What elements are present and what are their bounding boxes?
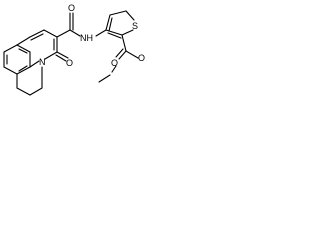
atom-labels: O N O NH S O O (39, 3, 145, 68)
atom-label-o-ester-carbonyl: O (138, 53, 145, 63)
chemical-structure-diagram: O N O NH S O O (3, 3, 145, 96)
bond (43, 29, 58, 38)
bonds (3, 10, 139, 96)
atom-label-o-ester: O (111, 58, 118, 68)
bond (121, 29, 134, 36)
bond (108, 17, 113, 32)
atom-label-o-keto: O (66, 58, 73, 68)
bond (69, 29, 81, 37)
bond (3, 66, 18, 75)
bond (56, 29, 71, 38)
atom-label-n-ring: N (39, 57, 46, 67)
atom-label-s: S (132, 21, 138, 31)
bond (3, 44, 18, 53)
bond (111, 65, 117, 73)
bond (125, 50, 139, 59)
bond (55, 54, 67, 62)
bond (121, 34, 127, 52)
bond (56, 51, 69, 59)
bond (107, 32, 122, 39)
bond (125, 10, 135, 21)
bond (29, 60, 40, 68)
bond (98, 74, 111, 83)
bond (105, 14, 111, 31)
bond (29, 29, 45, 38)
bond (95, 29, 107, 37)
bond (16, 87, 31, 96)
bond (18, 48, 28, 54)
bond (44, 51, 58, 60)
bond (115, 48, 124, 58)
atom-label-nh: NH (80, 33, 93, 43)
bond (16, 44, 31, 53)
bond (30, 33, 44, 41)
bond (18, 65, 28, 72)
bond (105, 29, 123, 36)
atom-label-o-amide: O (68, 3, 75, 13)
bond (16, 36, 31, 46)
bond (118, 50, 127, 60)
bond (29, 87, 43, 96)
bond (16, 66, 31, 75)
bond (109, 10, 127, 16)
